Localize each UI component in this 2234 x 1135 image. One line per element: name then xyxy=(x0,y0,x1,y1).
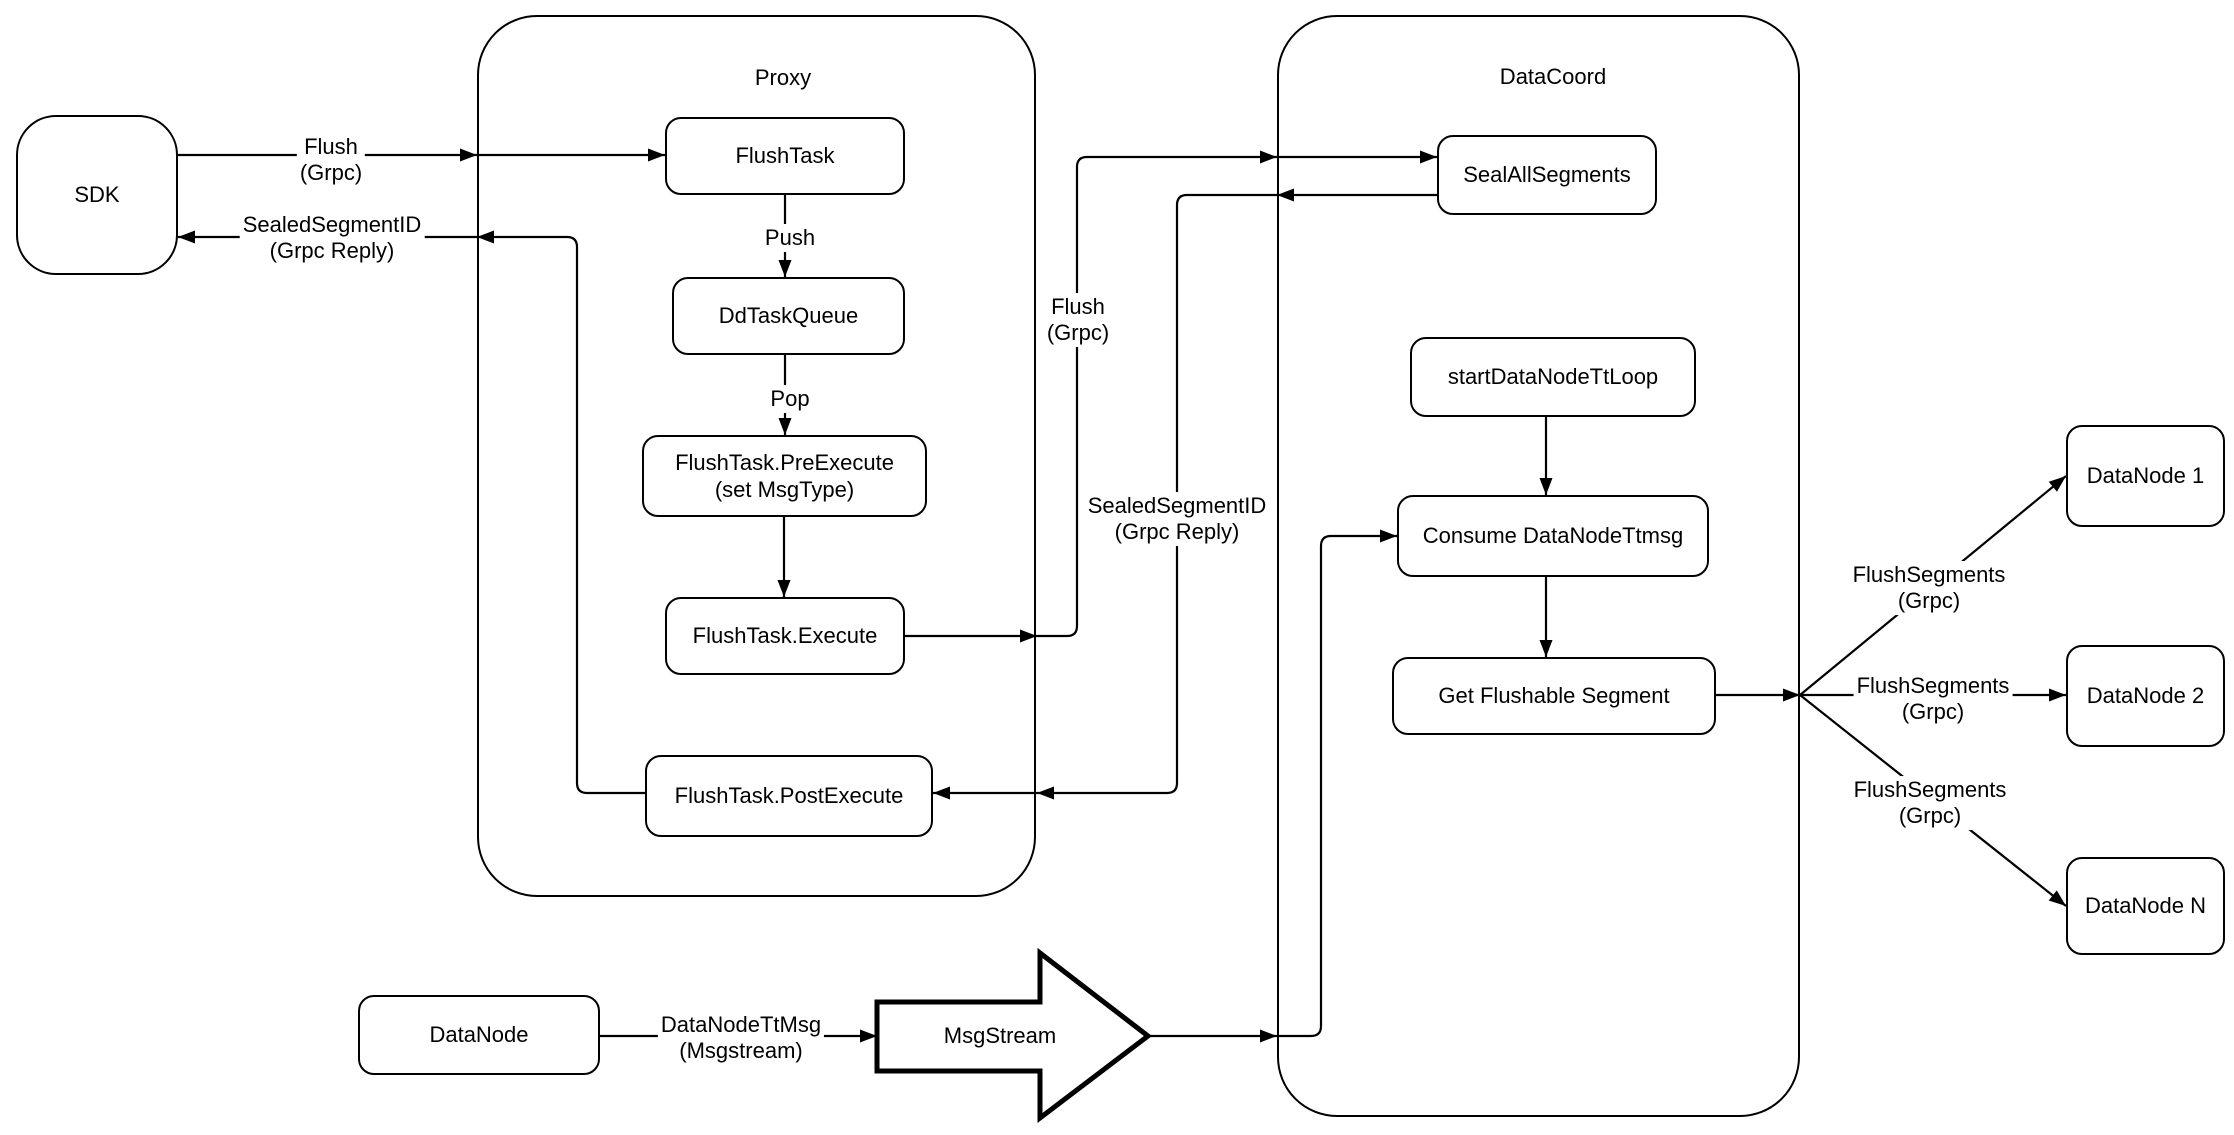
edge-label-sealedsegmentid-mid: SealedSegmentID (Grpc Reply) xyxy=(1084,492,1270,546)
edge-label-datanodettmsg: DataNodeTtMsg (Msgstream) xyxy=(657,1011,825,1065)
edge-postexecute-to-sdk xyxy=(178,235,645,795)
node-execute: FlushTask.Execute xyxy=(665,597,905,675)
node-datanode1: DataNode 1 xyxy=(2066,425,2225,527)
edge-label-flushsegments-3: FlushSegments (Grpc) xyxy=(1850,776,2010,830)
node-datanoden-label: DataNode N xyxy=(2084,893,2207,919)
arrowhead-icon xyxy=(1277,188,1294,202)
node-flushtask: FlushTask xyxy=(665,117,905,195)
node-preexecute-label-line2: (set MsgType) xyxy=(714,477,855,502)
arrowhead-icon xyxy=(777,580,791,597)
msgstream-label: MsgStream xyxy=(943,1023,1057,1048)
edge-label-flushsegments-3-line2: (Grpc) xyxy=(1898,803,1962,828)
arrowhead-icon xyxy=(2048,890,2066,906)
arrowhead-icon xyxy=(648,148,665,162)
container-datacoord xyxy=(1277,15,1800,1117)
node-preexecute-label-line1: FlushTask.PreExecute xyxy=(675,449,894,475)
edge-label-flushsegments-1: FlushSegments (Grpc) xyxy=(1849,561,2009,615)
arrowheads-group xyxy=(178,148,2066,1043)
node-ddtaskqueue-label: DdTaskQueue xyxy=(718,303,859,329)
node-consumedatanodettmsg: Consume DataNodeTtmsg xyxy=(1397,495,1709,577)
node-datanode-bottom: DataNode xyxy=(358,995,600,1075)
container-proxy xyxy=(477,15,1036,897)
node-datanode1-label: DataNode 1 xyxy=(2086,463,2205,489)
edge-label-flushsegments-2-line2: (Grpc) xyxy=(1901,699,1965,724)
arrowhead-icon xyxy=(1037,786,1054,800)
arrowhead-icon xyxy=(1260,150,1277,164)
edge-label-sealedsegmentid-mid-line2: (Grpc Reply) xyxy=(1114,519,1240,544)
arrowhead-icon xyxy=(860,1029,877,1043)
node-getflushablesegment: Get Flushable Segment xyxy=(1392,657,1716,735)
edge-label-flushsegments-1-line2: (Grpc) xyxy=(1897,588,1961,613)
node-startdatanodettloop-label: startDataNodeTtLoop xyxy=(1447,364,1659,390)
arrowhead-icon xyxy=(2049,688,2066,702)
node-sdk: SDK xyxy=(16,115,178,275)
edge-label-sealedsegmentid-sdk: SealedSegmentID (Grpc Reply) xyxy=(239,211,425,265)
node-sealallsegments-label: SealAllSegments xyxy=(1463,162,1631,188)
arrowhead-icon xyxy=(778,418,792,435)
node-startdatanodettloop: startDataNodeTtLoop xyxy=(1410,337,1696,417)
edge-label-pop: Pop xyxy=(767,385,813,413)
edge-label-flush-sdk-line1: Flush xyxy=(304,134,358,160)
node-flushtask-label: FlushTask xyxy=(735,143,835,169)
node-consumedatanodettmsg-label: Consume DataNodeTtmsg xyxy=(1422,523,1684,549)
arrowhead-icon xyxy=(1020,629,1037,643)
node-datanode2-label: DataNode 2 xyxy=(2086,683,2205,709)
edge-label-flushsegments-2: FlushSegments (Grpc) xyxy=(1853,672,2013,726)
arrowhead-icon xyxy=(477,230,494,244)
edge-label-flush-sdk: Flush (Grpc) xyxy=(296,133,366,187)
arrowhead-icon xyxy=(460,148,477,162)
edge-label-flushsegments-2-line1: FlushSegments xyxy=(1856,673,2010,699)
edge-label-datanodettmsg-line2: (Msgstream) xyxy=(679,1038,803,1063)
arrowhead-icon xyxy=(2048,476,2066,492)
node-datanode2: DataNode 2 xyxy=(2066,645,2225,747)
edge-label-sealedsegmentid-mid-line1: SealedSegmentID xyxy=(1087,493,1267,519)
edge-msgstream-to-consume xyxy=(1148,534,1397,1038)
edge-label-sealedsegmentid-sdk-line1: SealedSegmentID xyxy=(242,212,422,238)
container-datacoord-title: DataCoord xyxy=(1499,64,1607,89)
edge-label-sealedsegmentid-sdk-line2: (Grpc Reply) xyxy=(269,238,395,263)
edge-label-flushsegments-3-line1: FlushSegments xyxy=(1853,777,2007,803)
edge-label-flush-grpc-mid: Flush (Grpc) xyxy=(1043,293,1113,347)
node-getflushablesegment-label: Get Flushable Segment xyxy=(1438,683,1670,709)
edge-execute-to-sealallsegments xyxy=(905,155,1437,638)
arrowhead-icon xyxy=(933,786,950,800)
node-preexecute: FlushTask.PreExecute (set MsgType) xyxy=(642,435,927,517)
node-sealallsegments: SealAllSegments xyxy=(1437,135,1657,215)
node-datanoden: DataNode N xyxy=(2066,857,2225,955)
edge-label-flush-grpc-mid-line1: Flush xyxy=(1051,294,1105,320)
arrowhead-icon xyxy=(778,260,792,277)
arrowhead-icon xyxy=(1539,478,1553,495)
arrowhead-icon xyxy=(1420,150,1437,164)
msgstream-block-arrow-shape xyxy=(874,947,1153,1124)
edge-label-push: Push xyxy=(761,224,819,252)
node-sdk-label: SDK xyxy=(74,182,120,208)
arrowhead-icon xyxy=(1380,529,1397,543)
arrowhead-icon xyxy=(1783,688,1800,702)
node-datanode-bottom-label: DataNode xyxy=(429,1022,529,1048)
node-ddtaskqueue: DdTaskQueue xyxy=(672,277,905,355)
arrowhead-icon xyxy=(1260,1029,1277,1043)
node-execute-label: FlushTask.Execute xyxy=(692,623,878,649)
node-postexecute: FlushTask.PostExecute xyxy=(645,755,933,837)
edge-label-flushsegments-1-line1: FlushSegments xyxy=(1852,562,2006,588)
edge-label-flush-sdk-line2: (Grpc) xyxy=(299,160,363,185)
container-proxy-title: Proxy xyxy=(754,65,812,90)
arrowhead-icon xyxy=(1539,640,1553,657)
arrowhead-icon xyxy=(178,230,195,244)
edge-label-flush-grpc-mid-line2: (Grpc) xyxy=(1046,320,1110,345)
edge-label-datanodettmsg-line1: DataNodeTtMsg xyxy=(660,1012,822,1038)
node-postexecute-label: FlushTask.PostExecute xyxy=(674,783,904,809)
